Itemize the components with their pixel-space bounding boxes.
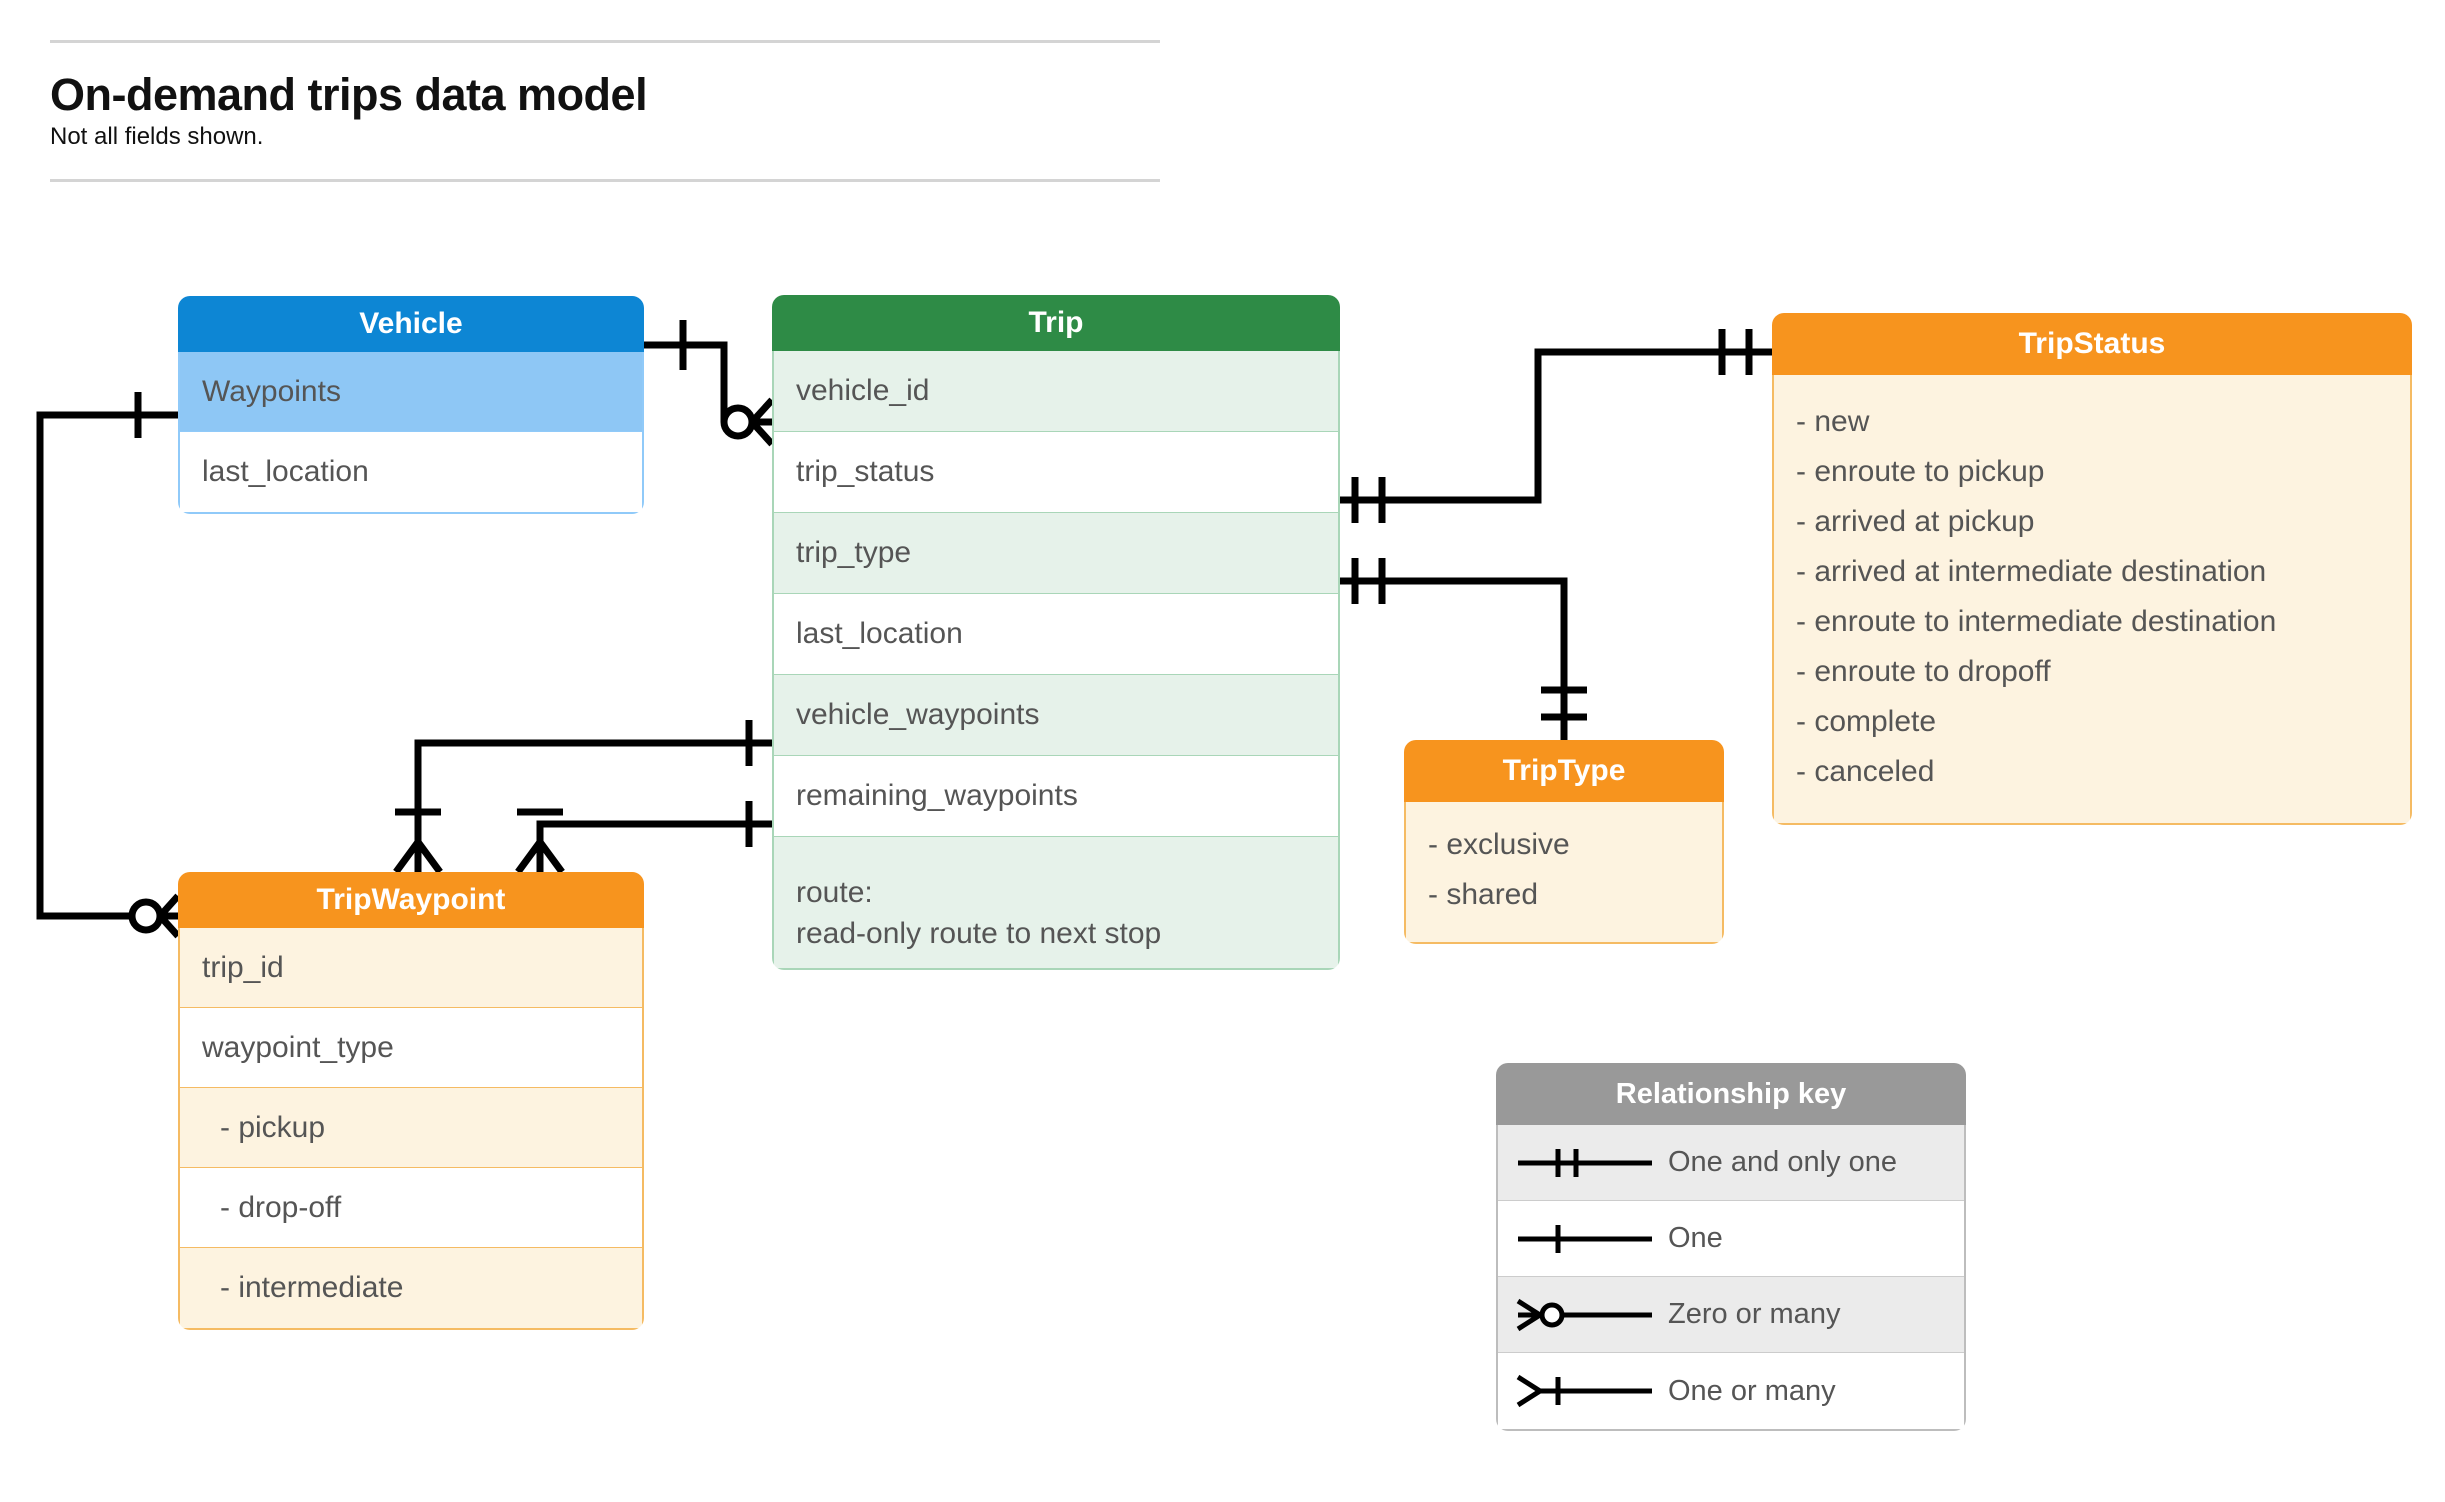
entity-triptype-body: - exclusive - shared [1404,802,1724,944]
field-row-waypoint-dropoff: - drop-off [180,1168,642,1248]
connector-trip-status-to-tripstatus [1340,329,1772,523]
list-item: - exclusive [1428,828,1570,861]
list-item: - arrived at intermediate destination [1796,555,2267,588]
field-row-vehicle-waypoints[interactable]: vehicle_waypoints [774,675,1338,756]
field-row-trip-type[interactable]: trip_type [774,513,1338,594]
connector-vehicle-to-trip [644,320,775,447]
entity-vehicle-body: Waypoints last_location [178,352,644,514]
entity-tripstatus-title: TripStatus [1772,313,2412,375]
legend-label: One or many [1668,1374,1836,1407]
entity-vehicle-title: Vehicle [178,296,644,352]
entity-triptype-title: TripType [1404,740,1724,802]
list-item: - enroute to intermediate destination [1796,605,2277,638]
entity-trip[interactable]: Trip vehicle_id trip_status trip_type la… [772,295,1340,970]
field-row-trip-last-location[interactable]: last_location [774,594,1338,675]
field-row-last-location[interactable]: last_location [180,432,642,512]
page-subtitle: Not all fields shown. [50,123,264,151]
route-label: route: [796,876,873,909]
list-item: - complete [1796,705,1937,738]
connector-remaining-waypoints-trip-to-tripwaypoint [515,801,772,875]
field-row-waypoint-type[interactable]: waypoint_type [180,1008,642,1088]
legend-item-zero-or-many: Zero or many [1498,1277,1964,1353]
relationship-key-title: Relationship key [1496,1063,1966,1125]
list-item: - canceled [1796,755,1935,788]
legend-label: Zero or many [1668,1298,1841,1330]
legend-item-one: One [1498,1201,1964,1277]
entity-trip-title: Trip [772,295,1340,351]
entity-vehicle[interactable]: Vehicle Waypoints last_location [178,296,644,514]
legend-label: One and only one [1668,1146,1897,1178]
entity-tripwaypoint-title: TripWaypoint [178,872,644,928]
field-row-vehicle-id[interactable]: vehicle_id [774,351,1338,432]
field-row-trip-id[interactable]: trip_id [180,928,642,1008]
entity-tripwaypoint-body: trip_id waypoint_type - pickup - drop-of… [178,928,644,1330]
field-row-waypoints[interactable]: Waypoints [180,352,642,432]
entity-trip-body: vehicle_id trip_status trip_type last_lo… [772,351,1340,970]
one-or-many-icon [1510,1371,1660,1411]
field-row-route[interactable]: route: read-only route to next stop [774,837,1338,968]
route-description: read-only route to next stop [796,916,1162,950]
page-title: On-demand trips data model [50,69,648,120]
one-and-only-one-icon [1510,1143,1660,1183]
entity-triptype[interactable]: TripType - exclusive - shared [1404,740,1724,944]
connector-trip-type-to-triptype [1340,558,1587,740]
zero-or-many-icon [1510,1295,1660,1335]
field-row-trip-status[interactable]: trip_status [774,432,1338,513]
header-bottom-rule [50,178,1160,182]
header-top-rule [50,40,1160,43]
list-item: - enroute to pickup [1796,455,2045,488]
entity-tripwaypoint[interactable]: TripWaypoint trip_id waypoint_type - pic… [178,872,644,1330]
list-item: - enroute to dropoff [1796,655,2051,688]
document-header: On-demand trips data model Not all field… [50,40,1160,182]
field-row-waypoint-intermediate: - intermediate [180,1248,642,1328]
relationship-key-body: One and only one One Zero [1496,1125,1966,1431]
entity-tripstatus[interactable]: TripStatus - new - enroute to pickup - a… [1772,313,2412,825]
legend-item-one-and-only-one: One and only one [1498,1125,1964,1201]
one-icon [1510,1219,1660,1259]
field-row-remaining-waypoints[interactable]: remaining_waypoints [774,756,1338,837]
legend-label: One [1668,1222,1723,1254]
connector-vehicle-waypoints-to-tripwaypoint [36,392,181,939]
list-item: - new [1796,405,1870,438]
list-item: - shared [1428,878,1539,911]
legend-item-one-or-many: One or many [1498,1353,1964,1429]
relationship-key-legend[interactable]: Relationship key One and only one One [1496,1063,1966,1431]
connector-vehicle-waypoints-trip-to-tripwaypoint [393,720,772,875]
field-row-waypoint-pickup: - pickup [180,1088,642,1168]
list-item: - arrived at pickup [1796,505,2035,538]
entity-tripstatus-body: - new - enroute to pickup - arrived at p… [1772,375,2412,825]
